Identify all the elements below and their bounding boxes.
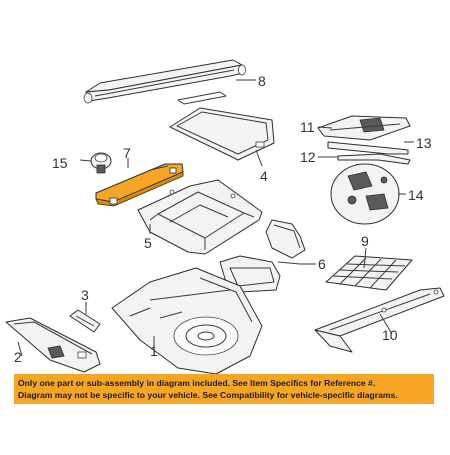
callout-12: 12: [300, 149, 316, 165]
callout-8: 8: [258, 73, 266, 89]
part-1-floor-pan: [111, 267, 263, 375]
callout-15: 15: [52, 155, 68, 171]
part-10-sill-plate: [314, 287, 445, 353]
callout-labels: 8 4 7 15 5 6 9 10 11 12 13 14 3 2 1: [14, 73, 432, 365]
callout-13: 13: [416, 135, 432, 151]
part-4-floor-panel: [169, 107, 275, 161]
notice-line-2: Diagram may not be specific to your vehi…: [18, 390, 398, 400]
callout-6: 6: [318, 256, 326, 272]
part-3-bracket: [69, 309, 101, 333]
leader-lines: [17, 79, 414, 357]
callout-14: 14: [408, 187, 424, 203]
part-5-trunk-tub: [137, 179, 263, 255]
part-15-clip: [90, 152, 112, 174]
callout-3: 3: [81, 287, 89, 303]
callout-7: 7: [123, 145, 131, 161]
callout-4: 4: [260, 168, 268, 184]
part-8-cargo-cover: [83, 59, 246, 105]
notice-line-1: Only one part or sub-assembly in diagram…: [18, 378, 376, 388]
part-6-storage-bins: [219, 219, 306, 293]
part-14-tool-tray: [330, 163, 400, 225]
compatibility-notice: Only one part or sub-assembly in diagram…: [14, 374, 434, 404]
callout-2: 2: [14, 349, 22, 365]
callout-10: 10: [382, 327, 398, 343]
part-12-13-tools: [327, 141, 411, 165]
part-7-trim-panel: [95, 163, 184, 207]
callout-11: 11: [300, 119, 315, 135]
callout-9: 9: [361, 233, 369, 249]
callout-5: 5: [144, 235, 152, 251]
callout-1: 1: [150, 343, 158, 359]
part-2-side-rail: [5, 317, 101, 373]
part-9-cargo-net: [325, 255, 413, 291]
part-11-jack: [317, 115, 411, 141]
